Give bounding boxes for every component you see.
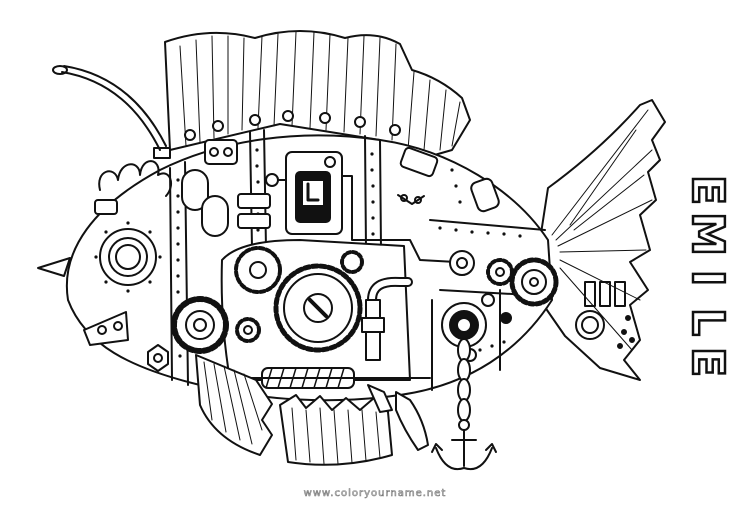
name-letter-5: E [681,346,735,379]
ventral-fin [279,394,393,466]
gear-cutaway [171,239,431,389]
pectoral-fin [195,354,273,456]
antenna-lure [52,65,171,159]
anchor-chain [431,302,497,470]
tail-fin [539,99,666,381]
chain-link [181,139,238,237]
name-letter-3: I [681,269,735,288]
name-letter-1: E [681,174,735,207]
site-watermark: www.coloryourname.net [303,488,447,500]
anal-fin [367,384,429,451]
name-letter-2: M [681,211,735,257]
central-gauge [237,151,475,276]
fish-head [37,160,173,372]
